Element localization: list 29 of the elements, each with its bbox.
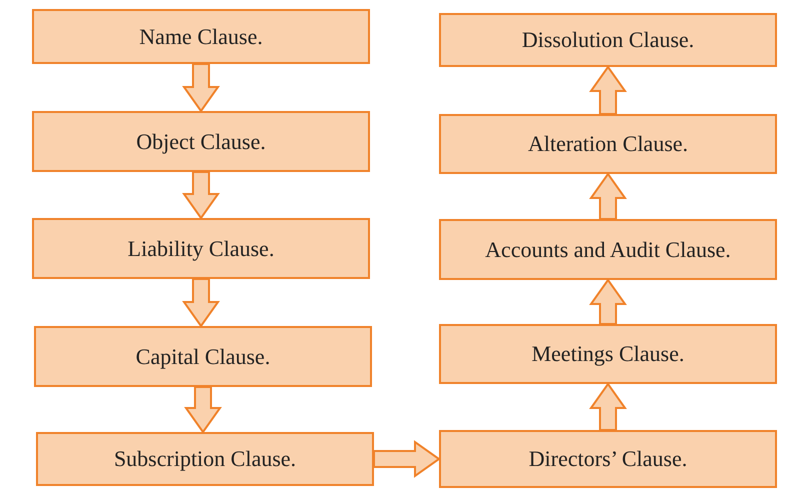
box-label: Directors’ Clause. [528, 446, 688, 472]
process-box [32, 218, 370, 279]
process-box [32, 111, 370, 172]
block-arrow [373, 440, 441, 478]
process-box [34, 326, 372, 387]
block-arrow [182, 278, 220, 328]
process-box [36, 432, 374, 486]
box-label: Subscription Clause. [114, 446, 296, 472]
box-label: Alteration Clause. [528, 131, 688, 157]
process-box [439, 324, 777, 384]
block-arrow [589, 382, 627, 431]
process-box [439, 114, 777, 174]
block-arrow [589, 172, 627, 220]
block-arrow [589, 278, 627, 325]
box-label: Liability Clause. [128, 236, 274, 262]
box-label: Accounts and Audit Clause. [485, 236, 731, 262]
process-box [32, 9, 370, 64]
box-label: Object Clause. [136, 128, 266, 154]
box-label: Name Clause. [139, 24, 263, 50]
box-label: Meetings Clause. [532, 341, 684, 367]
block-arrow [182, 63, 220, 113]
process-box [439, 219, 777, 280]
box-label: Capital Clause. [136, 344, 270, 370]
block-arrow [182, 171, 220, 220]
block-arrow [184, 386, 222, 434]
block-arrow [589, 65, 627, 115]
box-label: Dissolution Clause. [522, 27, 694, 53]
process-box [439, 13, 777, 67]
process-box [439, 430, 777, 488]
